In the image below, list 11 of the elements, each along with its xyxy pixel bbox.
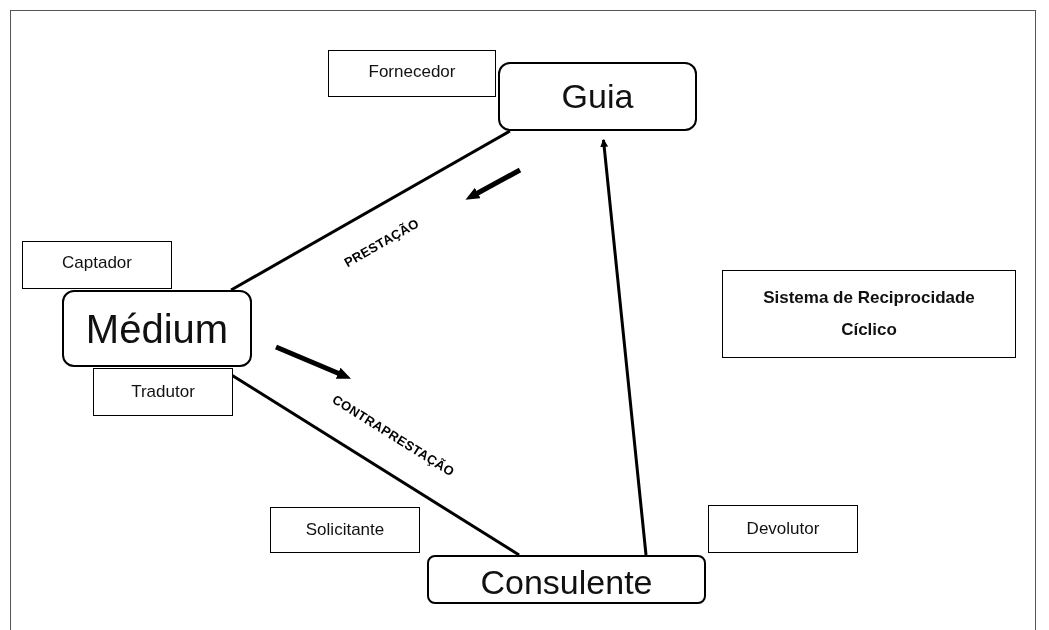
role-box: Captador <box>22 241 172 289</box>
role-box: Devolutor <box>708 505 858 553</box>
actor-box: Guia <box>498 62 697 131</box>
title-box: Sistema de Reciprocidade Cíclico <box>722 270 1016 358</box>
role-box: Fornecedor <box>328 50 496 97</box>
connector-line <box>600 139 648 556</box>
connector-line <box>230 129 511 292</box>
role-box: Solicitante <box>270 507 420 553</box>
actor-box: Consulente <box>427 555 706 604</box>
actor-box: Médium <box>62 290 252 367</box>
role-box: Tradutor <box>93 368 233 416</box>
